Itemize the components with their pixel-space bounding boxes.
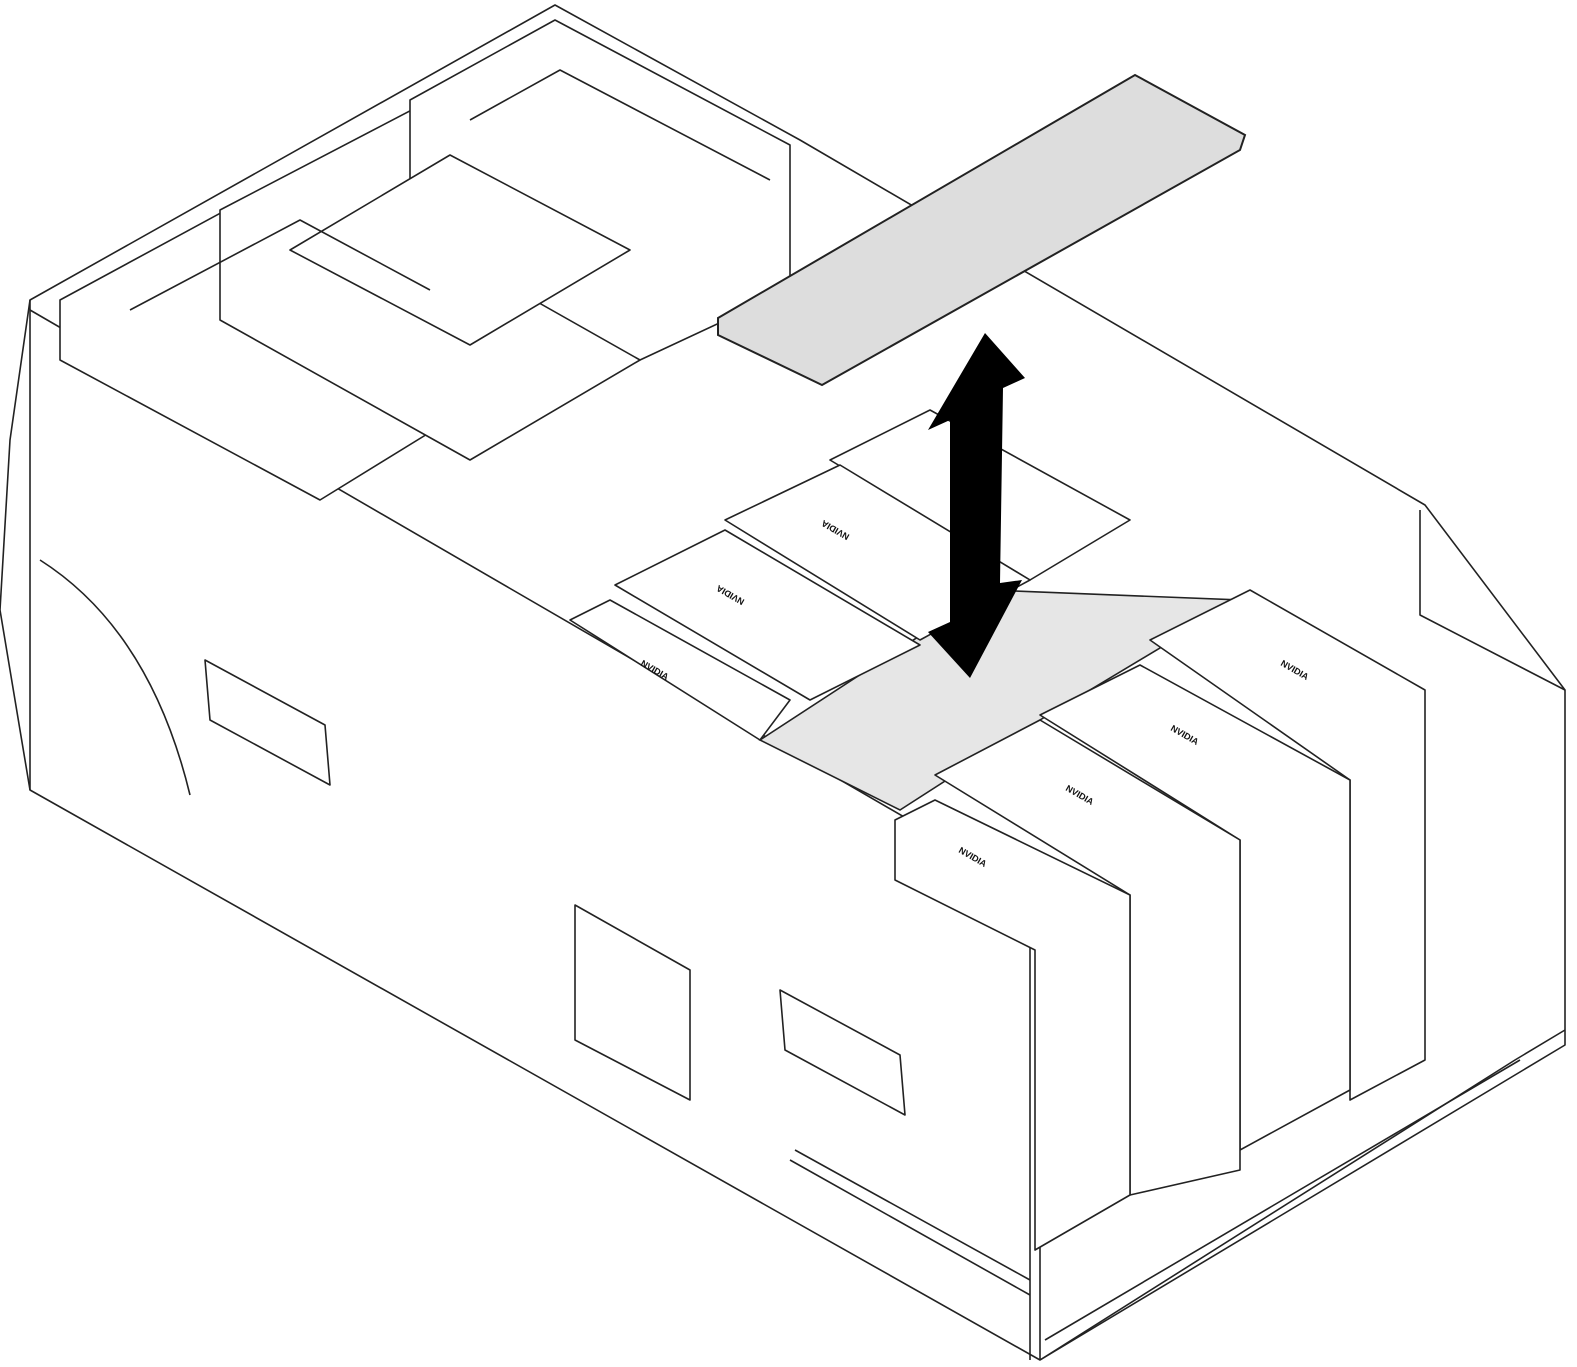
up-down-arrow-icon <box>928 333 1025 678</box>
air-baffle-filler[interactable] <box>717 73 1247 387</box>
chassis-handles <box>39 559 906 1116</box>
riser-cages <box>59 19 791 501</box>
